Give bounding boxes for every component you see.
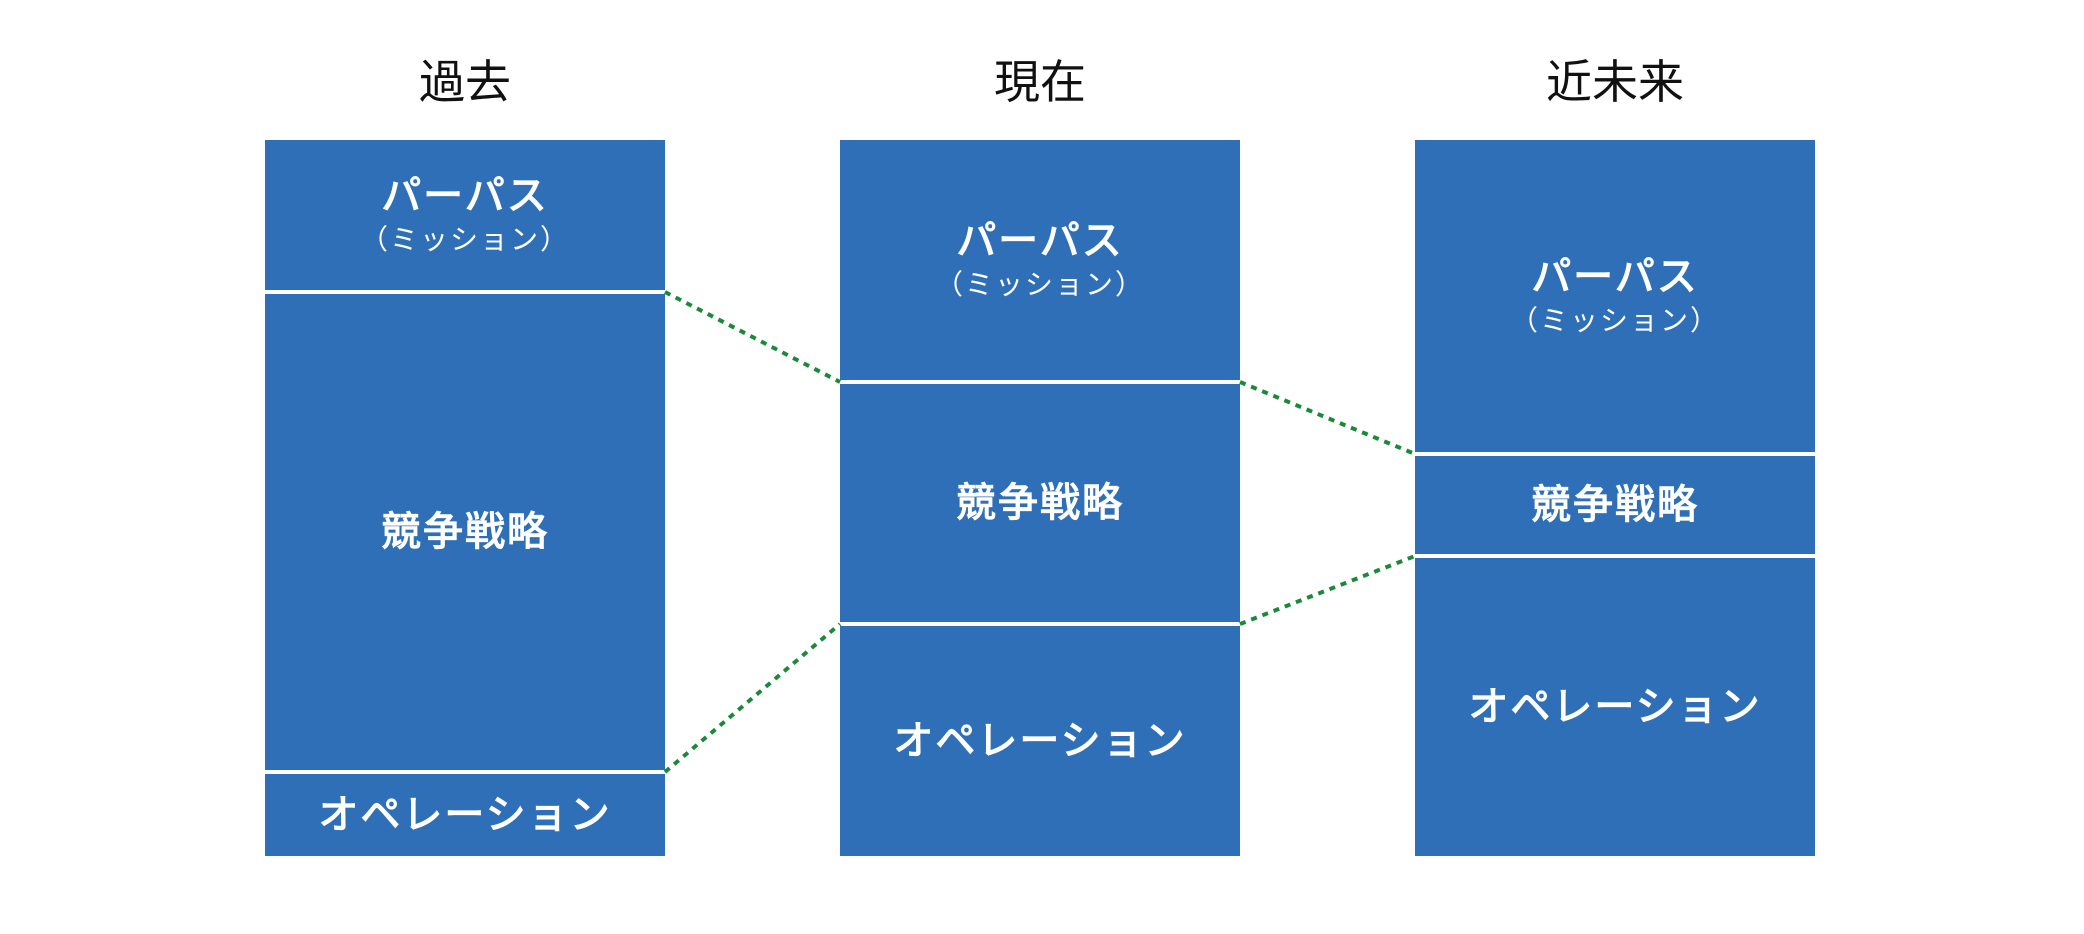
purpose-label: パーパス	[1531, 254, 1699, 300]
purpose-sublabel: （ミッション）	[934, 268, 1145, 301]
operation-segment: オペレーション	[1415, 558, 1815, 856]
column-title-past: 過去	[419, 55, 511, 109]
purpose-label: パーパス	[956, 218, 1124, 264]
divider	[1415, 554, 1815, 558]
operation-segment: オペレーション	[265, 774, 665, 856]
column-title-near-future: 近未来	[1546, 55, 1684, 109]
strategy-label: 競争戦略	[381, 509, 549, 555]
column-past: パーパス （ミッション） 競争戦略 オペレーション	[265, 140, 665, 856]
strategy-segment: 競争戦略	[1415, 456, 1815, 554]
operation-segment: オペレーション	[840, 626, 1240, 856]
divider	[840, 622, 1240, 626]
strategy-segment: 競争戦略	[840, 384, 1240, 622]
strategy-label: 競争戦略	[956, 480, 1124, 526]
column-title-present: 現在	[994, 55, 1086, 109]
divider	[265, 290, 665, 294]
divider	[265, 770, 665, 774]
connector-line	[664, 290, 841, 384]
operation-label: オペレーション	[318, 792, 612, 838]
column-present: パーパス （ミッション） 競争戦略 オペレーション	[840, 140, 1240, 856]
purpose-segment: パーパス （ミッション）	[840, 140, 1240, 380]
connector-line	[663, 622, 842, 774]
purpose-segment: パーパス （ミッション）	[1415, 140, 1815, 452]
column-near-future: パーパス （ミッション） 競争戦略 オペレーション	[1415, 140, 1815, 856]
connector-line	[1239, 554, 1416, 626]
divider	[840, 380, 1240, 384]
strategy-segment: 競争戦略	[265, 294, 665, 770]
operation-label: オペレーション	[893, 718, 1187, 764]
divider	[1415, 452, 1815, 456]
operation-label: オペレーション	[1468, 684, 1762, 730]
purpose-segment: パーパス （ミッション）	[265, 140, 665, 290]
strategy-label: 競争戦略	[1531, 482, 1699, 528]
purpose-sublabel: （ミッション）	[359, 223, 570, 256]
purpose-label: パーパス	[381, 173, 549, 219]
connector-line	[1239, 380, 1416, 456]
purpose-sublabel: （ミッション）	[1509, 304, 1720, 337]
